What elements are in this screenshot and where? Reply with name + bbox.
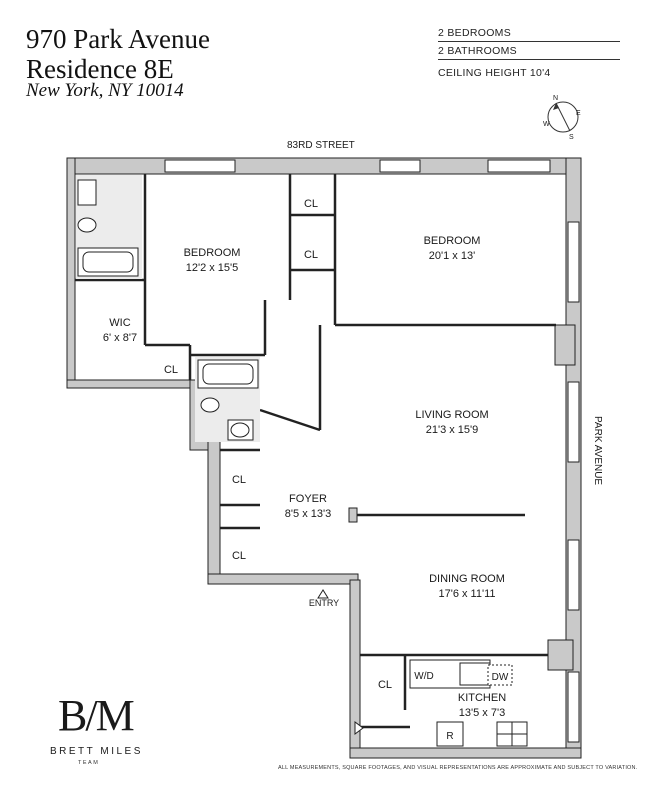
spec-ceiling: CEILING HEIGHT 10'4: [438, 67, 551, 79]
dining-room-name: DINING ROOM: [429, 573, 505, 585]
closet-label: CL: [304, 198, 318, 210]
dishwasher-icon: [487, 664, 513, 686]
kitchen-name: KITCHEN: [458, 692, 506, 704]
spec-bedrooms: 2 BEDROOMS: [438, 27, 620, 42]
compass-w: W: [543, 121, 550, 128]
closet-label: CL: [304, 249, 318, 261]
brand-logo: B/M: [58, 691, 135, 740]
wic-dims: 6' x 8'7: [103, 332, 137, 344]
foyer-dims: 8'5 x 13'3: [285, 508, 331, 520]
brand-sub: TEAM: [78, 760, 100, 766]
living-room-name: LIVING ROOM: [415, 409, 488, 421]
dining-room-dims: 17'6 x 11'11: [438, 588, 495, 600]
spec-bathrooms: 2 BATHROOMS: [438, 45, 620, 60]
closet-label: CL: [232, 550, 246, 562]
compass-n: N: [553, 95, 558, 102]
sink-icon: [459, 662, 491, 686]
windows: [164, 159, 580, 743]
dishwasher-label: DW: [492, 672, 509, 683]
column: [348, 507, 358, 523]
kitchen-fixtures: [409, 659, 528, 747]
interior-walls: [75, 174, 556, 729]
bathroom-1: [76, 175, 142, 279]
living-room-dims: 21'3 x 15'9: [426, 424, 479, 436]
compass-icon: N S E W: [543, 95, 581, 141]
sink-icon: [77, 179, 97, 206]
washer-dryer-label: W/D: [414, 671, 433, 682]
location-text: New York, NY 10014: [26, 80, 184, 101]
kitchen-dims: 13'5 x 7'3: [459, 707, 505, 719]
toilet-icon: [200, 397, 220, 413]
listing-title: 970 Park Avenue: [26, 24, 210, 54]
entry-arrow-icon: [317, 589, 329, 599]
refrigerator-icon: [436, 721, 464, 747]
toilet-icon: [77, 217, 97, 233]
bathroom-2: [195, 357, 260, 442]
street-north-label: 83RD STREET: [287, 140, 355, 151]
compass-s: S: [569, 134, 574, 141]
refrigerator-label: R: [446, 731, 453, 742]
disclaimer-text: ALL MEASUREMENTS, SQUARE FOOTAGES, AND V…: [278, 765, 638, 771]
service-entry-arrow-icon: [354, 721, 364, 735]
bedroom-1-name: BEDROOM: [184, 247, 241, 259]
closet-label: CL: [232, 474, 246, 486]
foyer-name: FOYER: [289, 493, 327, 505]
wic-name: WIC: [109, 317, 130, 329]
closet-label: CL: [164, 364, 178, 376]
street-east-label: PARK AVENUE: [592, 416, 603, 485]
entry-label: ENTRY: [309, 598, 339, 608]
brand-name: BRETT MILES: [50, 746, 143, 757]
bedroom-1-dims: 12'2 x 15'5: [186, 262, 239, 274]
bedroom-2-name: BEDROOM: [424, 235, 481, 247]
bedroom-2-dims: 20'1 x 13': [429, 250, 475, 262]
residence-title: Residence 8E: [26, 54, 174, 84]
compass-e: E: [576, 110, 581, 117]
closet-label: CL: [378, 679, 392, 691]
